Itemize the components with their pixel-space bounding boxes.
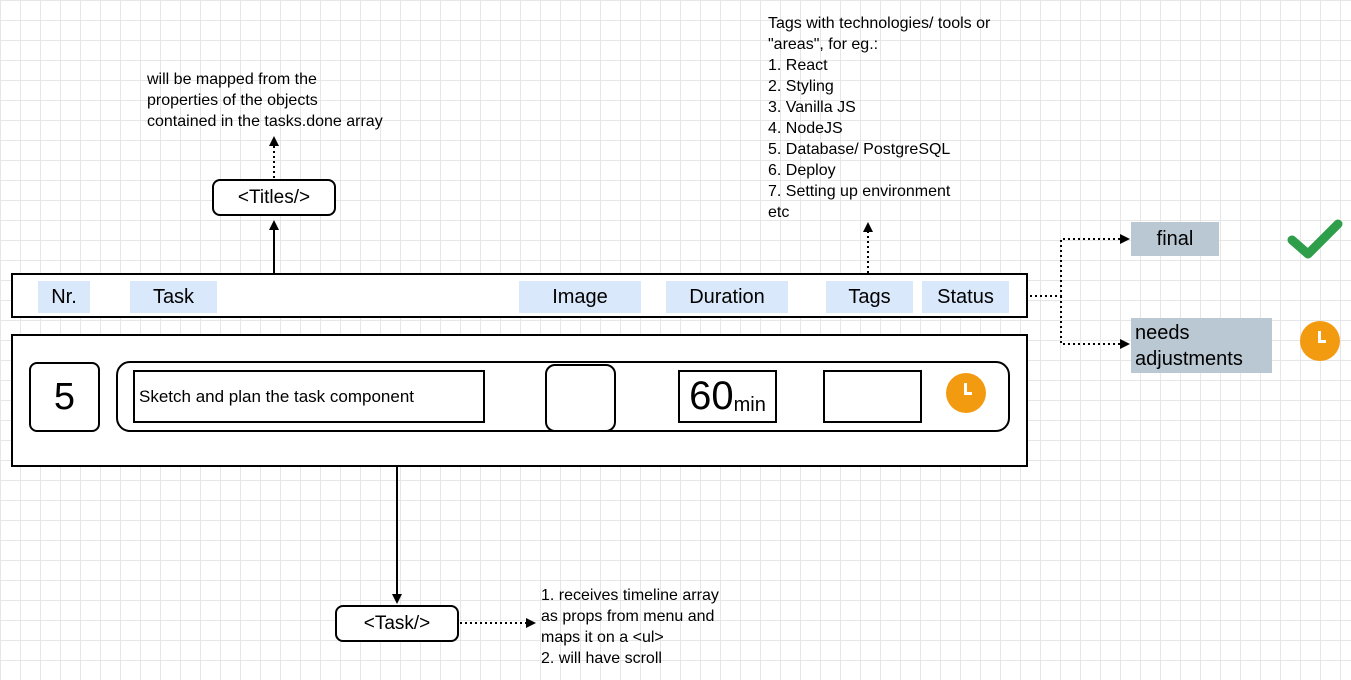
header-image: Image (519, 281, 641, 313)
duration-value: 60 (689, 374, 734, 418)
duration-unit: min (733, 394, 766, 416)
task-number: 5 (29, 362, 100, 432)
titles-component: <Titles/> (212, 179, 336, 216)
titles-note: will be mapped from the properties of th… (147, 71, 383, 130)
task-component: <Task/> (335, 605, 459, 642)
status-final: final (1131, 222, 1219, 256)
header-tags: Tags (826, 281, 913, 313)
task-note: 1. receives timeline array as props from… (541, 587, 719, 667)
task-image-placeholder (545, 364, 616, 432)
arrow-status-to-final (1010, 234, 1130, 297)
header-duration: Duration (666, 281, 788, 313)
header-nr: Nr. (38, 281, 90, 313)
clock-icon (946, 373, 986, 413)
tags-note: Tags with technologies/ tools or "areas"… (768, 15, 991, 221)
header-task: Task (130, 281, 217, 313)
clock-icon (1300, 321, 1340, 361)
arrow-status-to-needs (1060, 296, 1130, 349)
check-icon (1287, 219, 1343, 259)
task-text-field: Sketch and plan the task component (133, 370, 485, 423)
status-needs-adjustments: needs adjustments (1131, 318, 1272, 373)
header-status: Status (922, 281, 1009, 313)
task-tags-field (823, 370, 922, 423)
